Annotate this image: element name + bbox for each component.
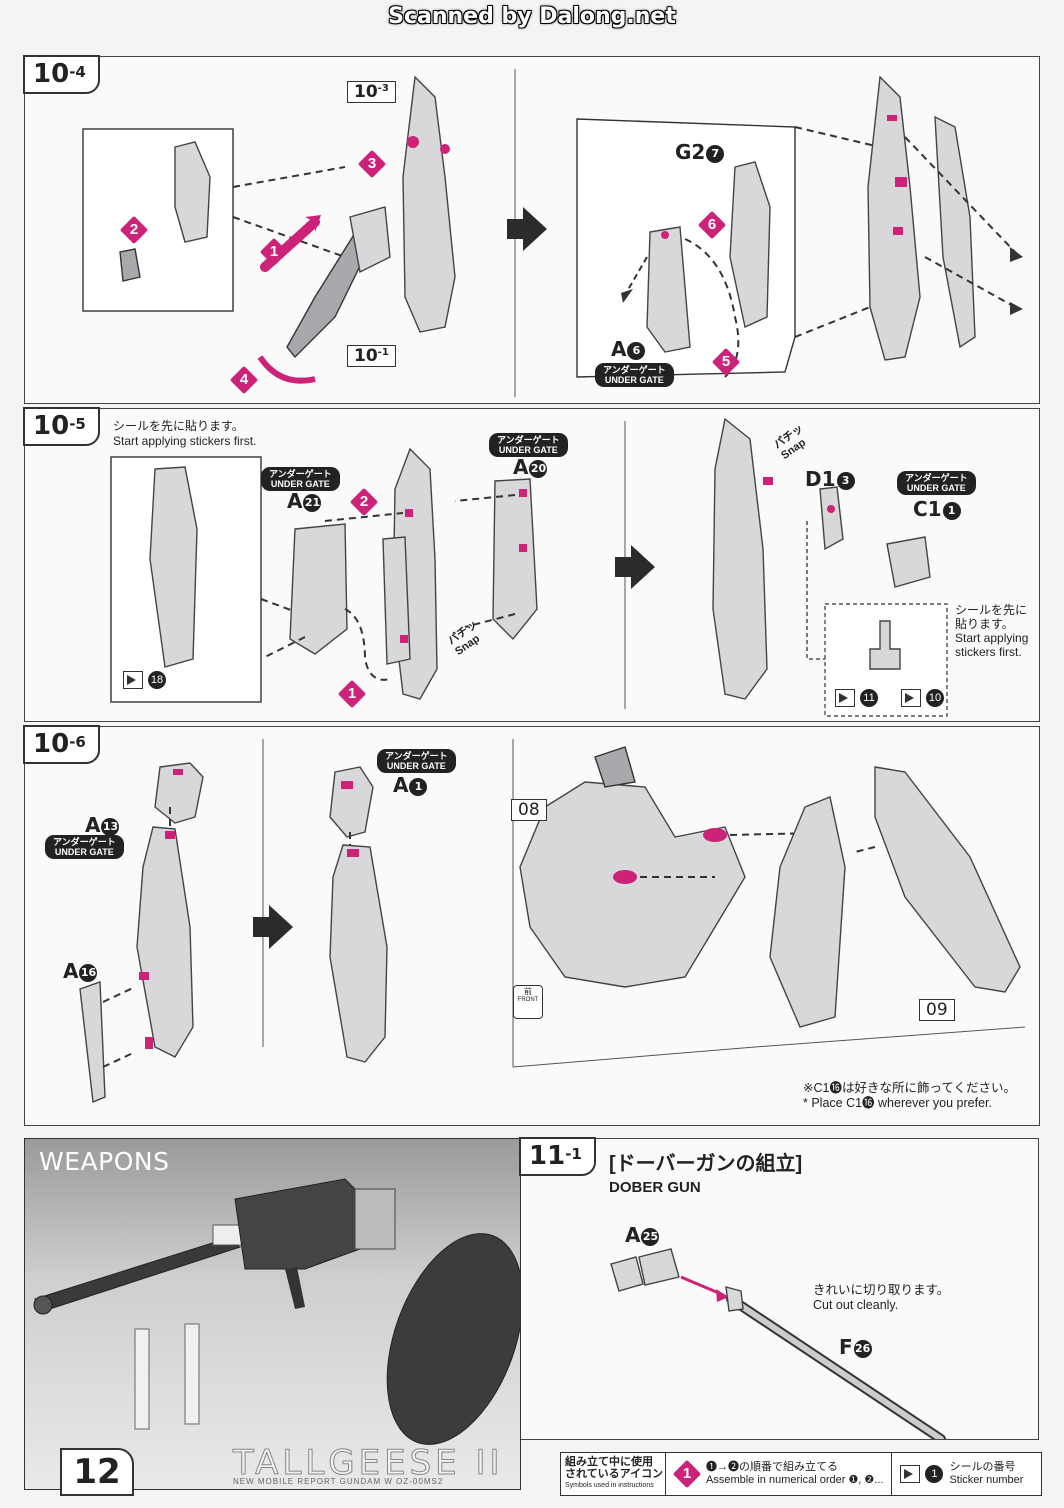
- a13-part: [154, 762, 204, 824]
- step-11-1-illustration: [610, 1248, 946, 1439]
- scan-watermark: Scanned by Dalong.net: [388, 4, 676, 29]
- a21-part: [289, 523, 348, 655]
- step-num-2: 2: [119, 215, 149, 245]
- g2-part: [729, 161, 771, 328]
- next-arrow: [507, 207, 547, 251]
- a6-part: [646, 226, 691, 353]
- weapons-illustration: [33, 1178, 520, 1445]
- icon-legend: 組み立て中に使用 されているアイコン Symbols used in instr…: [560, 1452, 1042, 1496]
- step-10-4-panel: 10-4: [23, 55, 1040, 404]
- sticker-first-note: シールを先に貼ります。Start applying stickers first…: [113, 419, 257, 448]
- ref-10-3: 10-3: [347, 81, 396, 103]
- sticker-11: 11: [835, 689, 878, 707]
- leader-line: [232, 166, 346, 258]
- ref-09: 09: [919, 999, 955, 1021]
- placement-note: ※C1⓰は好きな所に飾ってください。* Place C1⓰ wherever y…: [803, 1081, 1016, 1110]
- step-11-1-tag: 11-1: [519, 1137, 596, 1176]
- inset-box: [82, 128, 234, 312]
- step-num-1: 1: [259, 237, 289, 267]
- dober-gun-title-ja: [ドーバーガンの組立]: [609, 1153, 803, 1175]
- step-diamond-icon: 1: [672, 1459, 702, 1489]
- next-arrow-10-6: [253, 905, 293, 949]
- weapons-panel: WEAPONS TALLGEESE II NEW MOBILE REPORT G…: [24, 1138, 521, 1490]
- ref-08: 08: [511, 799, 547, 821]
- armor-main-10-4: [402, 75, 456, 333]
- step-num-3: 3: [357, 149, 387, 179]
- body-08: [519, 781, 746, 988]
- step-10-5-tag: 10-5: [23, 407, 100, 446]
- step-10-4-tag: 10-4: [23, 55, 100, 94]
- step-num-6: 6: [697, 210, 727, 240]
- sticker-10: 10: [901, 689, 944, 707]
- sticker-icon: 1: [900, 1465, 944, 1483]
- a20-part: [492, 478, 538, 641]
- cut-cleanly-note: きれいに切り取ります。Cut out cleanly.: [813, 1283, 950, 1312]
- armor-10-5-final: [712, 417, 768, 700]
- step-num-4: 4: [229, 365, 259, 395]
- armor-10-6-mid: [329, 844, 388, 1063]
- a1-part: [329, 766, 374, 838]
- weapons-title: WEAPONS: [39, 1147, 170, 1176]
- inset-part: [174, 141, 211, 243]
- side-part-top: [349, 206, 391, 274]
- page-number: 12: [60, 1448, 134, 1496]
- step-num-5: 5: [711, 347, 741, 377]
- step-10-6-tag: 10-6: [23, 725, 100, 764]
- step-10-5-panel: 10-5 シールを先に貼ります。Start applying stickers …: [23, 407, 1040, 722]
- next-arrow-10-5: [615, 545, 655, 589]
- a16-part: [79, 981, 106, 1104]
- brand-subtitle: NEW MOBILE REPORT GUNDAM W OZ-00MS2: [233, 1477, 444, 1486]
- dober-gun-title-en: DOBER GUN: [609, 1179, 701, 1196]
- shoulder-armor-09: [874, 766, 1021, 993]
- armor-side-10-4: [934, 115, 976, 349]
- legend-title: 組み立て中に使用 されているアイコン Symbols used in instr…: [561, 1453, 666, 1495]
- sticker-18: 18: [123, 671, 166, 689]
- brand-logo: TALLGEESE II: [233, 1443, 504, 1484]
- step-num-1: 1: [337, 679, 367, 709]
- inset-peg: [119, 248, 141, 282]
- shoulder-armor-left: [769, 796, 846, 1028]
- step-10-6-illustration: [79, 739, 1026, 1104]
- armor-10-6-left: [136, 826, 194, 1058]
- step-num-2: 2: [349, 487, 379, 517]
- step-10-4-illustration: [82, 69, 1023, 397]
- armor-final-10-4: [867, 75, 921, 361]
- ref-10-1: 10-1: [347, 345, 396, 367]
